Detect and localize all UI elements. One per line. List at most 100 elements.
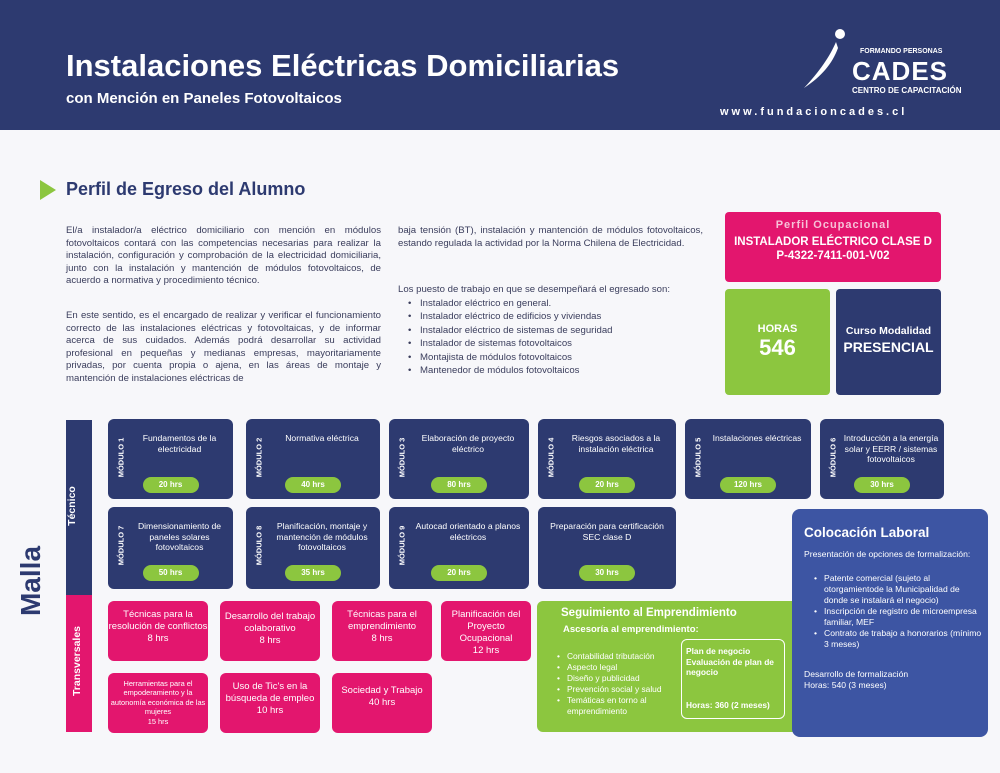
jobs-intro: Los puesto de trabajo en que se desempeñ…: [398, 284, 671, 295]
module-title: Elaboración de proyecto eléctrico: [421, 433, 515, 454]
module-number: MÓDULO 1: [116, 437, 126, 478]
transversal-hours: 40 hrs: [368, 697, 396, 708]
occupational-profile-card: Perfil Ocupacional INSTALADOR ELÉCTRICO …: [725, 212, 941, 282]
module-hours: 80 hrs: [431, 477, 487, 493]
module-card: MÓDULO 1 Fundamentos de la electricidad …: [108, 419, 233, 499]
module-title: Preparación para certificación SEC clase…: [550, 521, 664, 542]
followup-subtitle: Ascesoría al emprendimiento:: [563, 624, 699, 635]
logo-tagline: FORMANDO PERSONAS: [860, 48, 943, 55]
list-item: Instalador eléctrico en general.: [398, 297, 698, 311]
transversal-title: Sociedad y Trabajo: [341, 685, 423, 696]
occupational-profile-heading: Perfil Ocupacional: [775, 219, 891, 231]
website-url: www.fundacioncades.cl: [720, 106, 908, 118]
occupational-profile-code: P-4322-7411-001-V02: [776, 250, 890, 262]
job-placement-card: Colocación Laboral Presentación de opcio…: [792, 509, 988, 737]
job-placement-intro: Presentación de opciones de formalizació…: [804, 549, 971, 559]
followup-list: Contabilidad tributación Aspecto legal D…: [555, 651, 695, 717]
list-item: Temáticas en torno al emprendimiento: [555, 695, 695, 717]
transversal-hours: 8 hrs: [259, 635, 281, 646]
module-card: MÓDULO 6 Introducción a la energía solar…: [820, 419, 944, 499]
transversal-hours: 8 hrs: [371, 633, 393, 644]
module-title: Planificación, montaje y mantención de m…: [276, 521, 368, 552]
modality-card: Curso Modalidad PRESENCIAL: [836, 289, 941, 395]
business-plan-hours: Horas: 360 (2 meses): [686, 699, 770, 710]
hours-card: HORAS 546: [725, 289, 830, 395]
logo-subtitle: CENTRO DE CAPACITACIÓN: [852, 86, 962, 95]
list-item: Mantenedor de módulos fotovoltaicos: [398, 364, 698, 378]
module-hours: 40 hrs: [285, 477, 341, 493]
transversal-card: Sociedad y Trabajo 40 hrs: [332, 673, 432, 733]
module-card: MÓDULO 7 Dimensionamiento de paneles sol…: [108, 507, 233, 589]
list-item: Inscripción de registro de microempresa …: [812, 606, 982, 628]
module-title: Fundamentos de la electricidad: [142, 433, 217, 454]
list-item: Diseño y publicidad: [555, 673, 695, 684]
transversal-label: Transversales: [71, 625, 84, 697]
module-title: Autocad orientado a planos eléctricos: [415, 521, 521, 542]
modality-label: Curso Modalidad: [845, 325, 932, 337]
job-placement-list: Patente comercial (sujeto al otorgamient…: [812, 573, 982, 650]
malla-heading: Malla: [15, 545, 47, 617]
transversal-hours: 12 hrs: [472, 645, 500, 656]
transversal-card: Desarrollo del trabajo colaborativo 8 hr…: [220, 601, 320, 661]
transversal-card: Planificación del Proyecto Ocupacional 1…: [441, 601, 531, 661]
module-number: MÓDULO 7: [116, 525, 126, 566]
job-placement-footer: Desarrollo de formalización Horas: 540 (…: [804, 669, 984, 691]
transversal-card: Técnicas para la resolución de conflicto…: [108, 601, 208, 661]
transversal-hours: 15 hrs: [147, 716, 169, 726]
module-card: MÓDULO 8 Planificación, montaje y manten…: [246, 507, 380, 589]
hours-value: 546: [759, 335, 796, 360]
technical-label: Técnico: [65, 486, 78, 526]
module-number: MÓDULO 3: [397, 437, 407, 478]
module-hours: 20 hrs: [579, 477, 635, 493]
transversal-bar: Transversales: [66, 595, 92, 732]
transversal-card: Técnicas para el emprendimiento 8 hrs: [332, 601, 432, 661]
transversal-title: Técnicas para la resolución de conflicto…: [108, 609, 208, 632]
transversal-title: Uso de Tic's en la búsqueda de empleo: [225, 681, 315, 704]
list-item: Contrato de trabajo a honorarios (mínimo…: [812, 628, 982, 650]
transversal-title: Herramientas para el empoderamiento y la…: [110, 679, 206, 717]
cades-logo: FORMANDO PERSONAS CADES CENTRO DE CAPACI…: [800, 26, 961, 96]
list-item: Contabilidad tributación: [555, 651, 695, 662]
section-title: Perfil de Egreso del Alumno: [66, 179, 306, 199]
formalization-label: Desarrollo de formalización: [804, 669, 909, 679]
formalization-hours: Horas: 540 (3 meses): [804, 680, 887, 690]
module-card: MÓDULO 2 Normativa eléctrica 40 hrs: [246, 419, 380, 499]
profile-paragraph-1: El/a instalador/a eléctrico domiciliario…: [66, 225, 381, 287]
transversal-title: Desarrollo del trabajo colaborativo: [224, 611, 316, 634]
module-title: Instalaciones eléctricas: [712, 433, 802, 443]
module-card: MÓDULO 5 Instalaciones eléctricas 120 hr…: [685, 419, 811, 499]
module-card: MÓDULO 4 Riesgos asociados a la instalac…: [538, 419, 676, 499]
page-title: Instalaciones Eléctricas Domiciliarias: [66, 48, 620, 83]
module-title: Normativa eléctrica: [285, 433, 359, 443]
entrepreneurship-followup-card: Seguimiento al Emprendimiento Ascesoría …: [537, 601, 837, 732]
profile-paragraph-3: baja tensión (BT), instalación y mantenc…: [398, 225, 703, 249]
play-arrow-icon: [40, 180, 56, 200]
job-placement-title: Colocación Laboral: [804, 525, 930, 540]
module-number: MÓDULO 9: [397, 525, 407, 566]
transversal-hours: 8 hrs: [147, 633, 169, 644]
list-item: Instalador eléctrico de sistemas de segu…: [398, 324, 698, 338]
module-hours: 20 hrs: [142, 477, 199, 493]
module-number: MÓDULO 2: [254, 437, 264, 478]
list-item: Montajista de módulos fotovoltaicos: [398, 351, 698, 365]
module-number: MÓDULO 4: [546, 437, 556, 478]
list-item: Prevención social y salud: [555, 684, 695, 695]
module-number: MÓDULO 6: [828, 437, 838, 478]
module-card: Preparación para certificación SEC clase…: [538, 507, 676, 589]
business-plan-box: Plan de negocio Evaluación de plan de ne…: [681, 639, 785, 719]
transversal-title: Técnicas para el emprendimiento: [347, 609, 417, 632]
logo-wordmark: CADES: [852, 56, 949, 86]
list-item: Instalador de sistemas fotovoltaicos: [398, 337, 698, 351]
transversal-card: Uso de Tic's en la búsqueda de empleo 10…: [220, 673, 320, 733]
technical-bar: Técnico: [66, 420, 92, 595]
module-card: MÓDULO 9 Autocad orientado a planos eléc…: [389, 507, 529, 589]
module-number: MÓDULO 5: [693, 437, 703, 478]
runner-icon: [804, 29, 845, 88]
module-card: MÓDULO 3 Elaboración de proyecto eléctri…: [389, 419, 529, 499]
hours-label: HORAS: [757, 323, 798, 335]
module-title: Dimensionamiento de paneles solares foto…: [137, 521, 222, 552]
module-hours: 120 hrs: [720, 477, 776, 493]
followup-title: Seguimiento al Emprendimiento: [561, 607, 737, 619]
page-subtitle: con Mención en Paneles Fotovoltaicos: [66, 90, 342, 107]
transversal-title: Planificación del Proyecto Ocupacional: [451, 609, 521, 644]
